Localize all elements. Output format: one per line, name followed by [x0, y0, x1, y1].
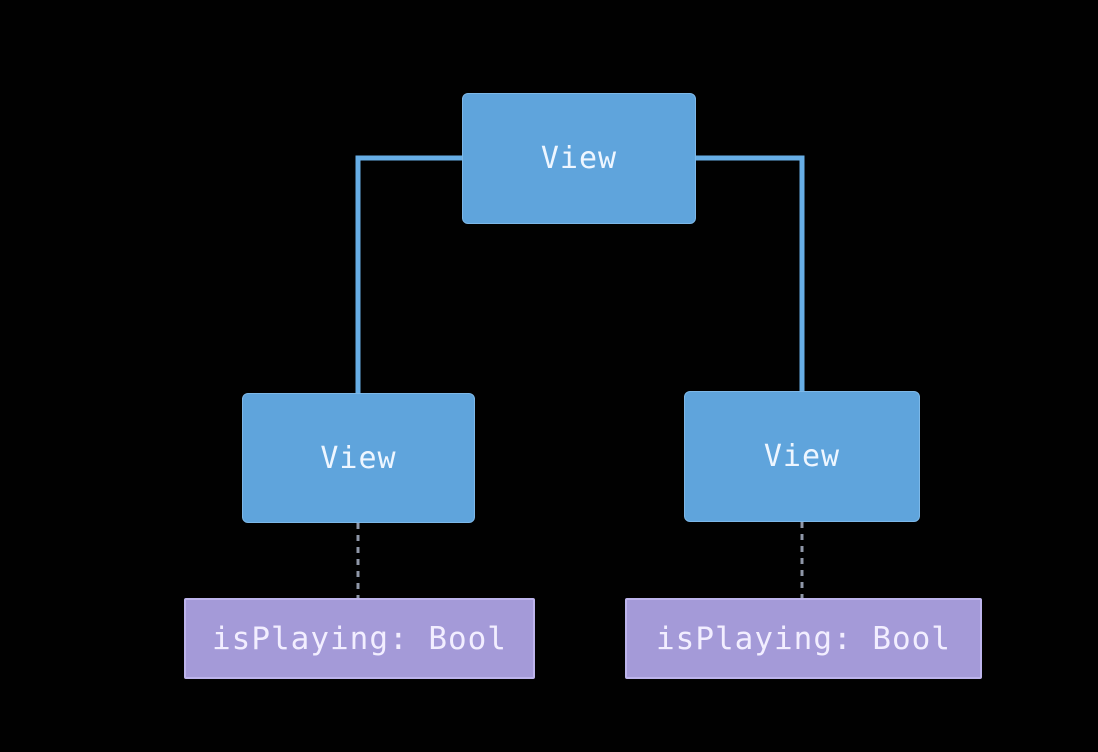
edge-root-to-right-view [696, 155, 805, 391]
edge-root-to-left-view [355, 155, 462, 393]
left-view-node: View [242, 393, 475, 523]
root-view-node: View [462, 93, 696, 224]
right-view-node: View [684, 391, 920, 522]
right-state-node: isPlaying: Bool [625, 598, 982, 679]
root-view-label: View [540, 141, 618, 176]
left-view-label: View [320, 440, 397, 476]
left-state-label: isPlaying: Bool [212, 620, 507, 657]
right-state-label: isPlaying: Bool [656, 620, 951, 657]
left-state-node: isPlaying: Bool [184, 598, 535, 679]
right-view-label: View [763, 439, 841, 474]
